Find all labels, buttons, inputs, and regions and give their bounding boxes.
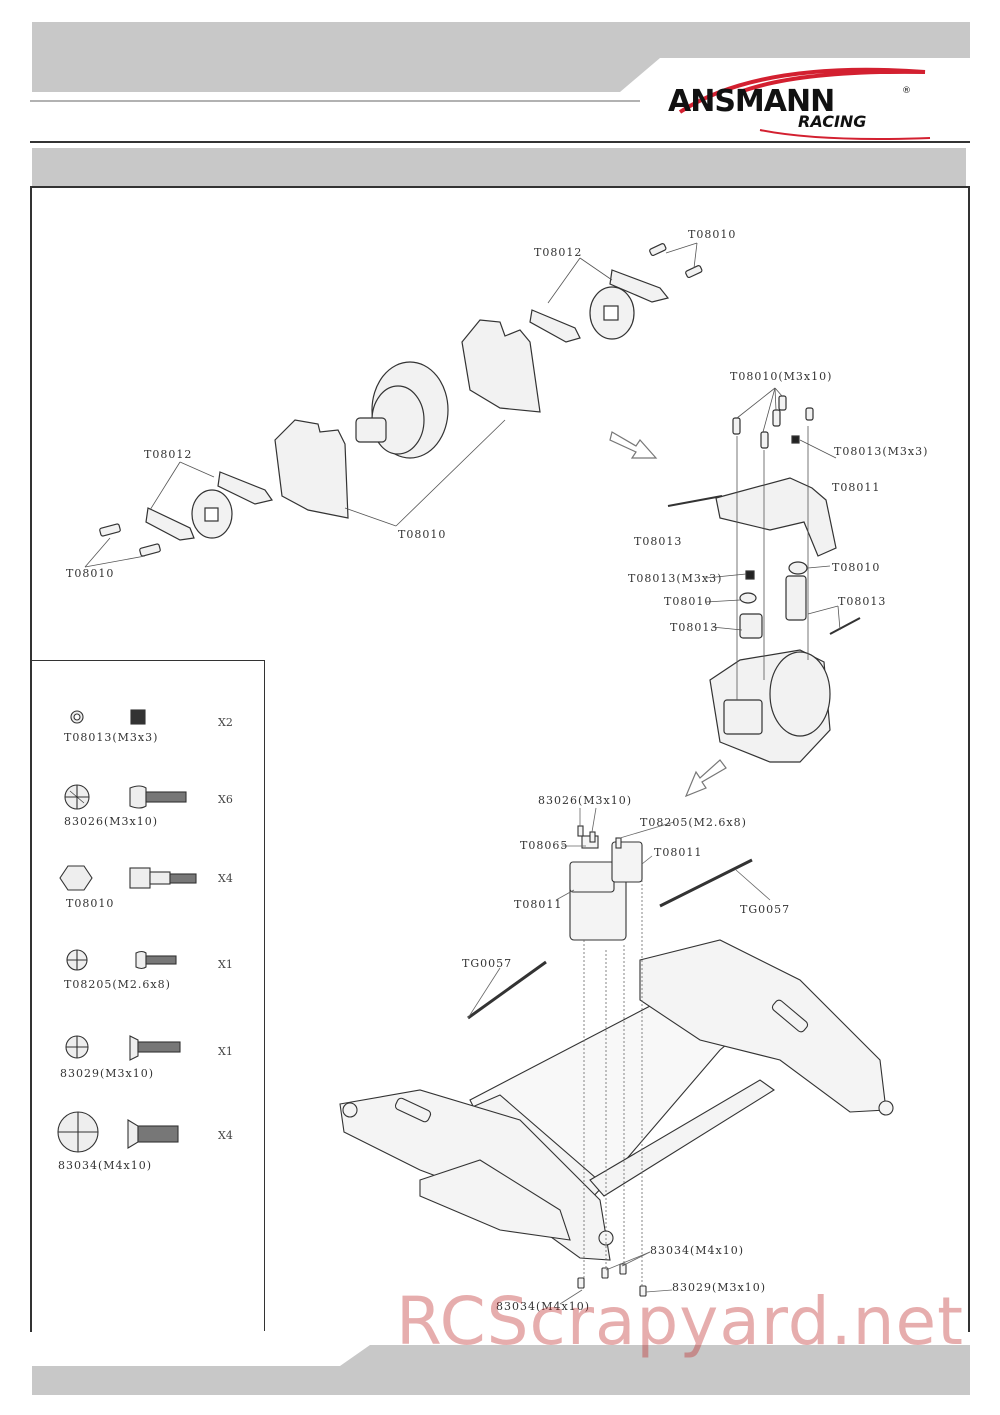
callout-label: T08011: [832, 481, 881, 494]
watermark-text: RCScrapyard.net: [396, 1283, 964, 1360]
callout-label: T08010: [66, 567, 115, 580]
callout-label: T08013(M3x3): [834, 445, 929, 458]
brand-logo: ANSMANN: [668, 84, 835, 119]
legend-item-qty: X2: [218, 716, 233, 729]
flow-arrow-1: [609, 431, 658, 459]
callout-label: T08013(M3x3): [628, 572, 723, 585]
section-header-band: [32, 148, 966, 186]
callout-label: T08010: [832, 561, 881, 574]
legend-item-label: 83034(M4x10): [58, 1159, 153, 1172]
legend-item-label: 83029(M3x10): [60, 1067, 155, 1080]
middle-assembly-diagram: [667, 395, 861, 763]
brand-logo-racing: RACING: [798, 112, 867, 131]
legend-item-qty: X4: [218, 1129, 233, 1142]
legend-item-label: T08205(M2.6x8): [64, 978, 171, 991]
callout-label: TG0057: [462, 957, 513, 970]
logo-swoosh: [678, 67, 926, 114]
legend-item-label: T08013(M3x3): [64, 731, 159, 744]
legend-item-qty: X6: [218, 793, 233, 806]
callout-label: T08012: [534, 246, 583, 259]
top-gearbox-diagram: [99, 243, 703, 557]
callout-label: T08013: [838, 595, 887, 608]
legend-item-qty: X1: [218, 958, 233, 971]
callout-label: 83029(M3x10): [672, 1281, 767, 1294]
diagram-frame: [30, 186, 970, 1332]
callout-label: 83034(M4x10): [650, 1244, 745, 1257]
footer-bar: [32, 1345, 970, 1395]
brand-registered-mark: ®: [902, 86, 911, 96]
legend-item-qty: X4: [218, 872, 233, 885]
callout-label: 83034(M4x10): [496, 1300, 591, 1313]
callout-label: TG0057: [740, 903, 791, 916]
callout-label: T08010(M3x10): [730, 370, 833, 383]
legend-item-label: T08010: [66, 897, 115, 910]
callout-label: T08011: [654, 846, 703, 859]
callout-label: 83026(M3x10): [538, 794, 633, 807]
legend-icons: [57, 709, 197, 1153]
callout-label: T08010: [688, 228, 737, 241]
flow-arrow-2: [684, 759, 727, 798]
legend-item-qty: X1: [218, 1045, 233, 1058]
callout-label: T08011: [514, 898, 563, 911]
callout-label: T08013: [634, 535, 683, 548]
callout-label: T08010: [398, 528, 447, 541]
chassis-diagram: [339, 825, 894, 1297]
callout-label: T08065: [520, 839, 569, 852]
parts-legend-box: [30, 660, 265, 1331]
legend-item-label: 83026(M3x10): [64, 815, 159, 828]
callout-label: T08013: [670, 621, 719, 634]
callout-label: T08205(M2.6x8): [640, 816, 747, 829]
callout-label: T08012: [144, 448, 193, 461]
callout-label: T08010: [664, 595, 713, 608]
header-bar: [32, 22, 970, 92]
